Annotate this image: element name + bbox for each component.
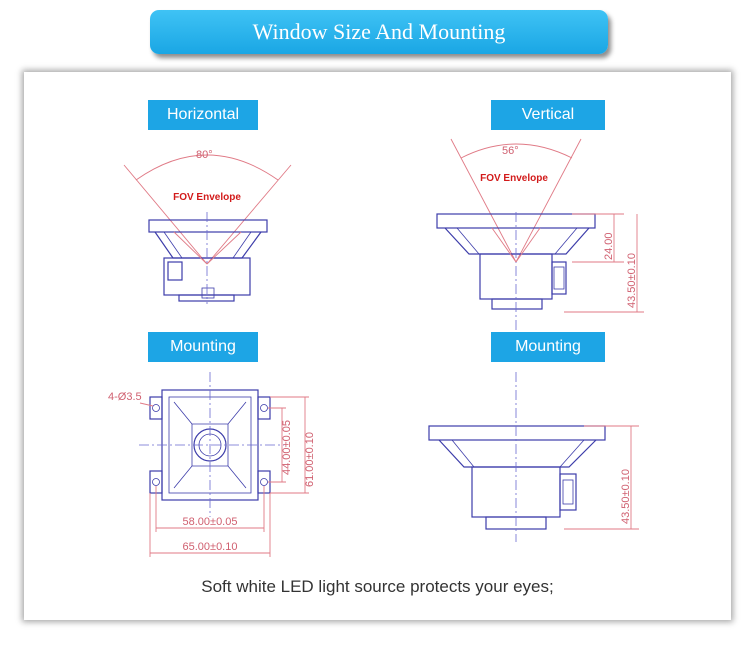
fov-ray-left-v	[450, 138, 517, 263]
horizontal-view: 80° FOV Envelope	[123, 149, 292, 304]
page-title: Window Size And Mounting	[252, 19, 506, 44]
dim-hole: 4-Ø3.5	[108, 391, 142, 403]
side-connector-v	[551, 261, 567, 295]
diagram-panel: Horizontal Vertical Mounting Mounting 80…	[24, 72, 731, 620]
vertical-view: 56° FOV Envelope 24.00 43.50±0.10	[436, 138, 644, 332]
connector-side	[559, 473, 577, 511]
angle-label-80: 80°	[196, 149, 213, 161]
fov-ray-right-v	[515, 138, 582, 263]
label-mounting-right: Mounting	[491, 332, 605, 362]
dim-61: 61.00±0.10	[304, 432, 316, 487]
dim-65: 65.00±0.10	[183, 541, 238, 553]
fov-arc-v	[460, 143, 573, 159]
side-connector	[167, 261, 183, 281]
lens-housing	[154, 231, 262, 259]
technical-drawings: 80° FOV Envelope 56° FOV Envelope	[108, 138, 644, 557]
label-mounting-left: Mounting	[148, 332, 258, 362]
base-v	[491, 298, 543, 310]
mounting-top-view: 4-Ø3.5 44.00±0.05 61.00±0.10 58.00±0.05 …	[108, 372, 316, 557]
title-banner: Window Size And Mounting	[150, 10, 608, 54]
dim-24: 24.00	[603, 232, 615, 260]
fov-ray-left	[123, 164, 208, 265]
label-vertical: Vertical	[491, 100, 605, 130]
lens-housing-v	[444, 227, 590, 255]
flange	[148, 219, 268, 233]
fov-arc	[135, 154, 279, 181]
dim-58: 58.00±0.05	[183, 516, 238, 528]
mounting-side-view: 43.50±0.10	[428, 372, 639, 542]
flange-side	[428, 425, 606, 441]
label-horizontal: Horizontal	[148, 100, 258, 130]
fov-envelope-label-h: FOV Envelope	[173, 192, 241, 203]
dim-4350-top: 43.50±0.10	[626, 253, 638, 308]
mount-hole	[152, 404, 160, 412]
body-side	[471, 466, 561, 518]
dim-4350-bottom: 43.50±0.10	[620, 469, 632, 524]
base-plate	[178, 294, 235, 302]
dim-44: 44.00±0.05	[281, 420, 293, 475]
ear-top-left	[149, 396, 163, 420]
angle-label-56: 56°	[502, 145, 519, 157]
fov-envelope-label-v: FOV Envelope	[480, 173, 548, 184]
fov-ray-right	[206, 164, 292, 265]
footer-caption: Soft white LED light source protects you…	[201, 577, 554, 596]
